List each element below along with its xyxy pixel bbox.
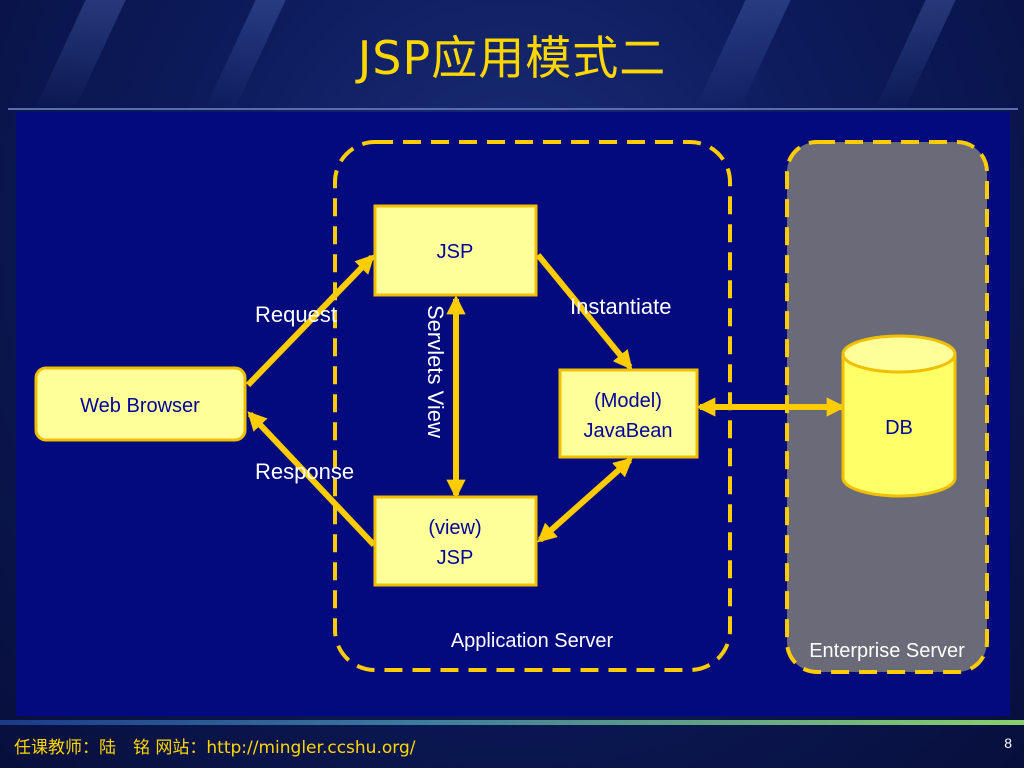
request-arrow	[245, 254, 375, 388]
web-browser-node	[34, 366, 247, 442]
servlets-view-label: Servlets View	[423, 305, 448, 438]
jsp-controller-label: JSP	[437, 241, 474, 263]
web-browser-label: Web Browser	[80, 395, 200, 417]
javabean-model-node	[558, 368, 699, 459]
response-arrow	[247, 411, 377, 548]
application-server-label: Application Server	[451, 630, 614, 652]
response-label: Response	[255, 459, 354, 484]
jsp-view-line1: (view)	[428, 517, 481, 539]
jsp-controller-node	[373, 204, 538, 297]
jsp-view-line2: JSP	[437, 547, 474, 569]
database-node	[841, 334, 957, 498]
request-label: Request	[255, 302, 337, 327]
javabean-view-arrow	[537, 457, 633, 543]
page-number: 8	[1004, 735, 1012, 751]
footer-divider	[0, 720, 1024, 725]
instantiate-label: Instantiate	[570, 294, 672, 319]
enterprise-server-label: Enterprise Server	[809, 640, 965, 662]
database-label: DB	[885, 417, 913, 439]
slide-title: JSP应用模式二	[357, 31, 667, 85]
javabean-model-line1: (Model)	[594, 390, 662, 412]
javabean-model-line2: JavaBean	[584, 420, 673, 442]
footer-text: 任课教师：陆 铭 网站：http://mingler.ccshu.org/	[14, 738, 416, 758]
instantiate-arrow	[535, 253, 633, 370]
title-divider	[8, 108, 1018, 110]
jsp-view-node	[373, 495, 538, 587]
